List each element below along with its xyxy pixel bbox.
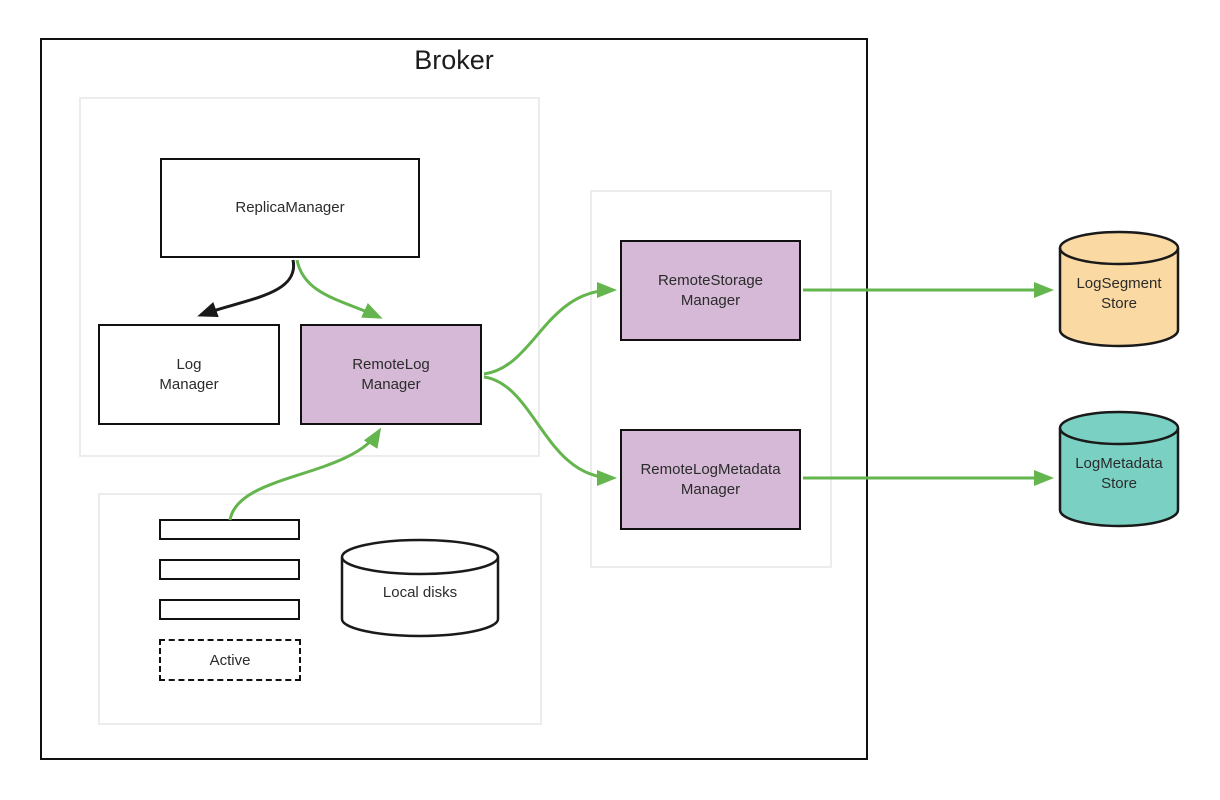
local-disks-cylinder: Local disks [340,538,500,638]
log-manager-label: Log Manager [159,355,219,393]
remote-log-manager-node: RemoteLog Manager [300,324,482,425]
broker-title: Broker [414,45,494,75]
cylinder-icon [340,538,500,638]
local-disks-label: Local disks [382,584,458,601]
log-metadata-store-label: LogMetadata Store [1075,455,1163,492]
replica-manager-node: ReplicaManager [160,158,420,258]
log-metadata-store-cylinder: LogMetadata Store [1058,410,1180,528]
cylinder-icon [1058,410,1180,528]
remote-storage-manager-label: RemoteStorage Manager [657,271,764,309]
log-segment-bar [159,519,300,540]
active-segment-label: Active [209,651,251,669]
active-segment-node: Active [159,639,301,681]
replica-manager-label: ReplicaManager [235,199,345,216]
remote-log-manager-label: RemoteLog Manager [352,355,430,393]
remote-log-metadata-manager-label: RemoteLogMetadata Manager [640,460,781,498]
remote-storage-manager-node: RemoteStorage Manager [620,240,801,341]
log-segment-bar [159,599,300,620]
log-segment-store-label: LogSegment Store [1076,275,1162,312]
log-segment-store-cylinder: LogSegment Store [1058,230,1180,348]
broker-container [40,38,868,760]
cylinder-icon [1058,230,1180,348]
remote-log-metadata-manager-node: RemoteLogMetadata Manager [620,429,801,530]
log-manager-node: Log Manager [98,324,280,425]
log-segment-bar [159,559,300,580]
